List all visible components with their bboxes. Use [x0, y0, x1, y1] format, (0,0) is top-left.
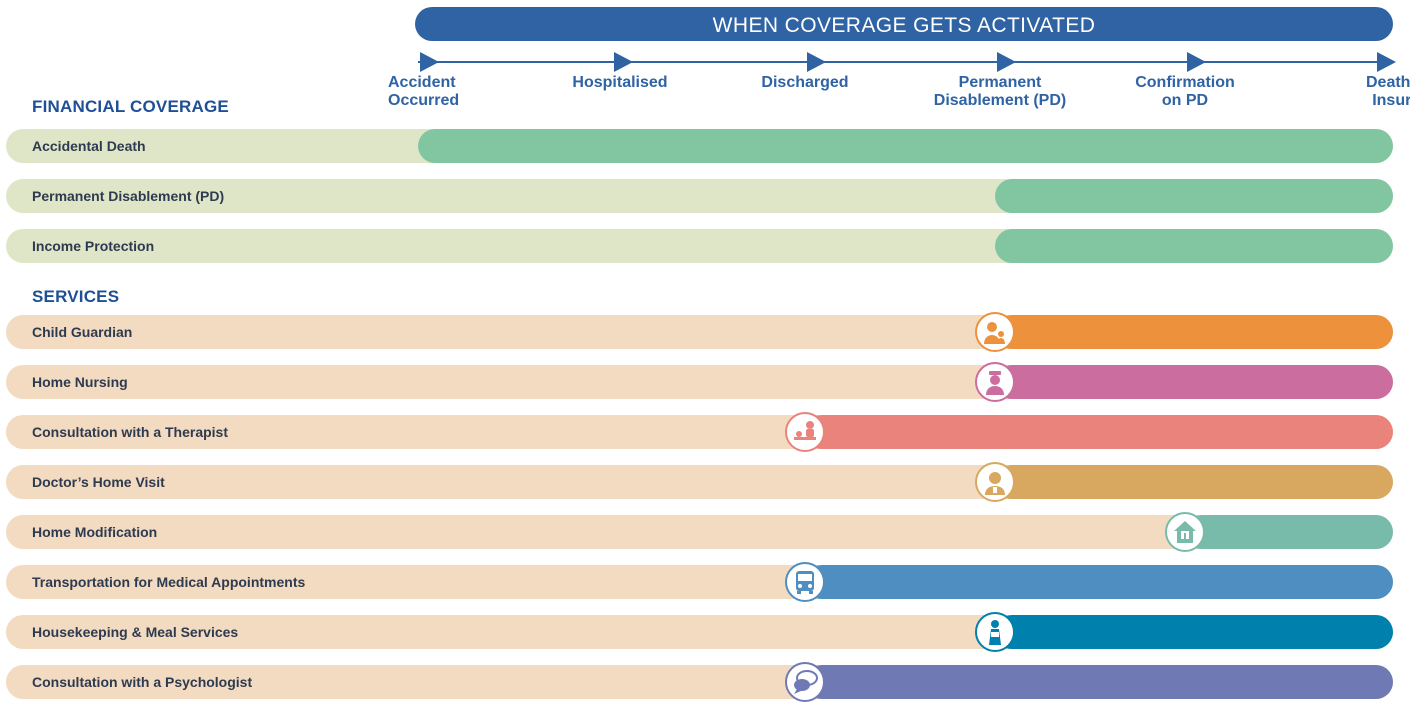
- nurse-icon: [975, 362, 1015, 402]
- timeline-arrow-icon: [997, 52, 1016, 72]
- coverage-active-bar: [995, 229, 1393, 263]
- financial-coverage-heading: FINANCIAL COVERAGE: [32, 97, 229, 116]
- coverage-active-bar: [995, 365, 1393, 399]
- coverage-active-bar: [418, 129, 1393, 163]
- housekeeper-icon: [975, 612, 1015, 652]
- coverage-banner: WHEN COVERAGE GETS ACTIVATED: [415, 7, 1393, 41]
- coverage-row-doctor-s-home-visit: Doctor’s Home Visit: [6, 465, 1393, 499]
- row-label: Child Guardian: [32, 324, 133, 340]
- timeline-arrow-icon: [1187, 52, 1206, 72]
- coverage-row-home-modification: Home Modification: [6, 515, 1393, 549]
- stage-label-accident-occurred: Accident Occurred: [388, 74, 460, 109]
- timeline-arrow-icon: [807, 52, 826, 72]
- row-label: Home Nursing: [32, 374, 128, 390]
- coverage-row-transportation-for-medical-appointments: Transportation for Medical Appointments: [6, 565, 1393, 599]
- coverage-row-child-guardian: Child Guardian: [6, 315, 1393, 349]
- coverage-row-consultation-with-a-psychologist: Consultation with a Psychologist: [6, 665, 1393, 699]
- coverage-active-bar: [805, 665, 1393, 699]
- stage-label-permanent-disablement-pd: Permanent Disablement (PD): [933, 74, 1067, 109]
- timeline-arrow-icon: [1377, 52, 1396, 72]
- coverage-active-bar: [805, 565, 1393, 599]
- timeline-arrow-icon: [420, 52, 439, 72]
- speech-bubbles-icon: [785, 662, 825, 702]
- row-label: Accidental Death: [32, 138, 146, 154]
- timeline-line: [418, 61, 1386, 63]
- coverage-active-bar: [1185, 515, 1393, 549]
- row-label: Housekeeping & Meal Services: [32, 624, 239, 640]
- stage-label-hospitalised: Hospitalised: [572, 74, 668, 91]
- row-label: Doctor’s Home Visit: [32, 474, 165, 490]
- coverage-row-home-nursing: Home Nursing: [6, 365, 1393, 399]
- coverage-active-bar: [995, 179, 1393, 213]
- row-label: Transportation for Medical Appointments: [32, 574, 306, 590]
- services-heading: SERVICES: [32, 287, 120, 306]
- stage-label-death-of-insured: Death of Insured: [1366, 74, 1410, 109]
- row-label: Home Modification: [32, 524, 158, 540]
- row-label: Income Protection: [32, 238, 155, 254]
- coverage-active-bar: [995, 615, 1393, 649]
- coverage-row-income-protection: Income Protection: [6, 229, 1393, 263]
- home-modification-icon: [1165, 512, 1205, 552]
- coverage-active-bar: [995, 465, 1393, 499]
- timeline-arrow-icon: [614, 52, 633, 72]
- coverage-row-permanent-disablement-pd: Permanent Disablement (PD): [6, 179, 1393, 213]
- therapist-icon: [785, 412, 825, 452]
- doctor-icon: [975, 462, 1015, 502]
- coverage-row-housekeeping-meal-services: Housekeeping & Meal Services: [6, 615, 1393, 649]
- coverage-row-consultation-with-a-therapist: Consultation with a Therapist: [6, 415, 1393, 449]
- stage-label-discharged: Discharged: [761, 74, 849, 91]
- row-label: Consultation with a Therapist: [32, 424, 229, 440]
- row-label: Permanent Disablement (PD): [32, 188, 225, 204]
- stage-label-confirmation-on-pd: Confirmation on PD: [1135, 74, 1235, 109]
- banner-title: WHEN COVERAGE GETS ACTIVATED: [712, 14, 1096, 37]
- coverage-active-bar: [805, 415, 1393, 449]
- child-guardian-icon: [975, 312, 1015, 352]
- coverage-active-bar: [995, 315, 1393, 349]
- row-label: Consultation with a Psychologist: [32, 674, 253, 690]
- bus-icon: [785, 562, 825, 602]
- coverage-row-accidental-death: Accidental Death: [6, 129, 1393, 163]
